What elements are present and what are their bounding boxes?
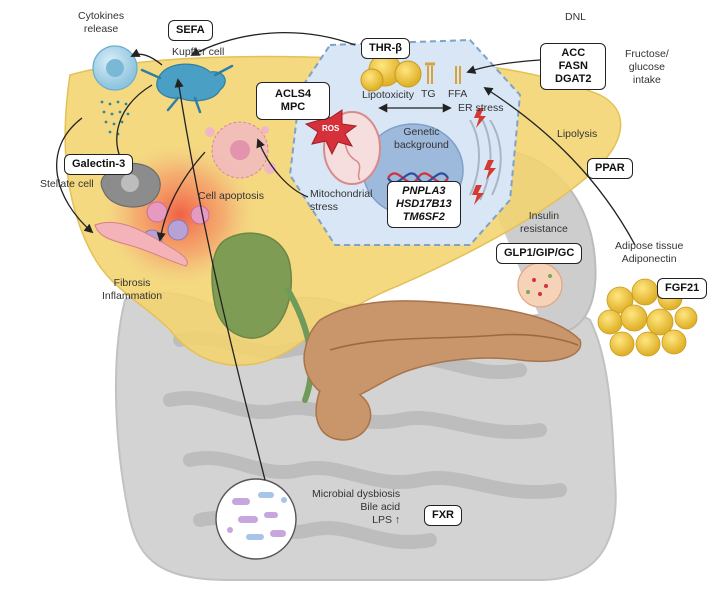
ros-burst: [304, 106, 358, 156]
gallbladder-illustration: [211, 232, 292, 339]
fgf21-box: FGF21: [657, 278, 708, 299]
er-illustration: [469, 114, 502, 201]
er-stress-label: ER stress: [458, 102, 504, 114]
cytokine-cell-illustration: [92, 45, 138, 91]
er-stress-bolts: [472, 108, 496, 205]
dnl-label: DNL: [565, 11, 587, 23]
pancreas-illustration: [303, 300, 582, 401]
tg-label: TG: [421, 88, 436, 100]
cell-apoptosis-label: Cell apoptosis: [198, 190, 264, 202]
thr-beta-box: THR-β: [361, 38, 410, 59]
ros-label: ROS: [322, 124, 340, 133]
apoptotic-cell-illustration: [205, 121, 276, 179]
ppar-box: PPAR: [587, 158, 633, 179]
kupffer-cell-label: Kupffer cell: [172, 46, 225, 58]
kupffer-cell-illustration: [140, 63, 234, 114]
cytokine-dots: [100, 100, 130, 136]
ffa-label: FFA: [448, 88, 468, 100]
lipolysis-label: Lipolysis: [557, 128, 598, 140]
fibroblast-illustration: [94, 221, 188, 267]
lipid-droplets: [360, 53, 422, 92]
stellate-cell-label: Stellate cell: [40, 178, 94, 190]
fxr-box: FXR: [424, 505, 462, 526]
galectin3-box: Galectin-3: [64, 154, 134, 175]
tg-ffa-icons: [425, 62, 461, 84]
glp1-gip-gc-box: GLP1/GIP/GC: [496, 243, 583, 264]
lipotoxicity-label: Lipotoxicity: [362, 89, 414, 101]
sefa-box: SEFA: [168, 20, 213, 41]
gut-microbiota-illustration: [215, 478, 297, 560]
islet-cell-illustration: [517, 262, 563, 308]
pathway-arrows: [56, 32, 636, 481]
